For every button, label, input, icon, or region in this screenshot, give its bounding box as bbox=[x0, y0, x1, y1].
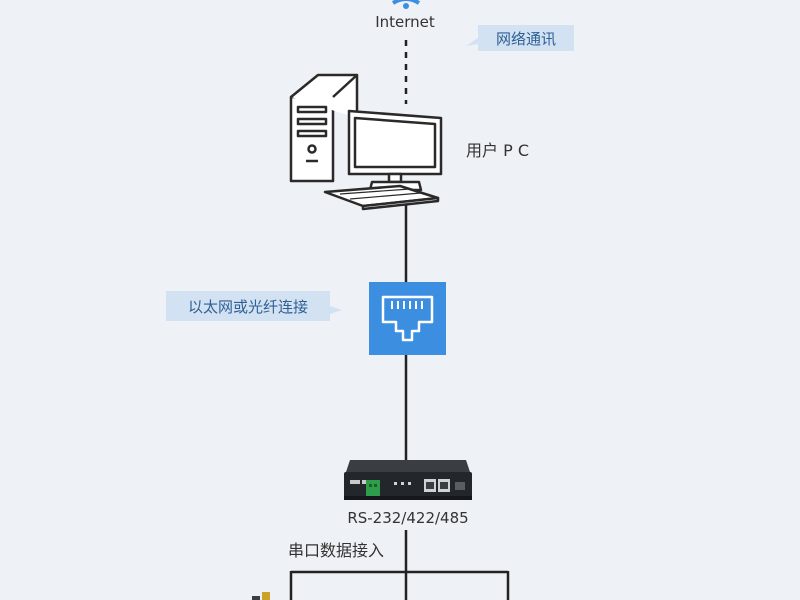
serial-sensor-icon bbox=[252, 592, 270, 600]
pc-label: 用户 P C bbox=[466, 141, 529, 160]
internet-label: Internet bbox=[375, 13, 435, 31]
ethernet-callout-text: 以太网或光纤连接 bbox=[188, 298, 308, 316]
network-callout: 网络通讯 bbox=[466, 25, 574, 51]
ethernet-callout: 以太网或光纤连接 bbox=[166, 291, 342, 321]
device-label: RS-232/422/485 bbox=[347, 509, 468, 527]
serial-server-device-icon bbox=[344, 460, 472, 500]
ethernet-port-icon bbox=[369, 282, 446, 355]
wifi-signal-icon bbox=[391, 0, 421, 9]
serial-bus bbox=[289, 570, 510, 600]
serial-callout-text: 串口数据接入 bbox=[288, 541, 384, 560]
desktop-computer-icon bbox=[289, 73, 443, 211]
network-callout-text: 网络通讯 bbox=[496, 30, 556, 48]
